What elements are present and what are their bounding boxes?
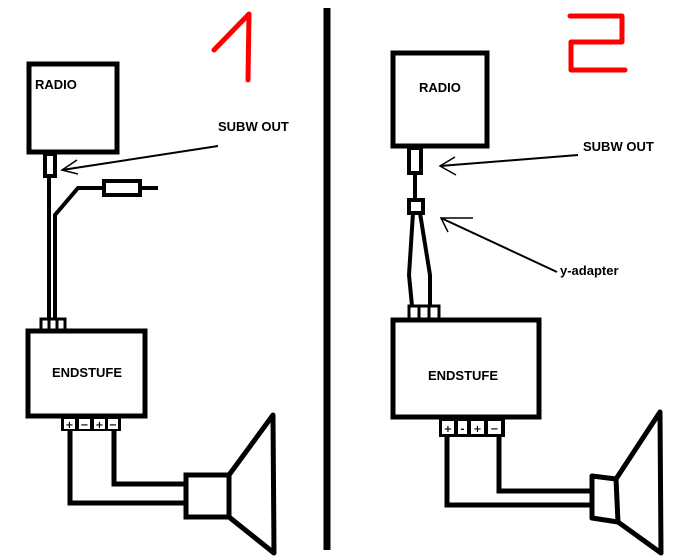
- speaker-wire-plus: [67, 431, 186, 506]
- speaker-icon: [183, 412, 277, 556]
- panel-2: RADIO SUBW OUT y-adapter ENDSTUFE + -: [390, 13, 664, 556]
- amp-input-connector: [407, 304, 441, 321]
- terminal-3: +: [95, 420, 103, 431]
- subw-out-label: SUBW OUT: [583, 139, 654, 154]
- terminal-1: +: [444, 424, 452, 435]
- amp-box: [390, 317, 542, 420]
- cable-split: [53, 186, 104, 320]
- rca-plug: [102, 179, 142, 197]
- terminal-4: −: [109, 420, 117, 431]
- arrow-head: [439, 217, 473, 233]
- terminal-block: [61, 417, 121, 431]
- terminal-2: -: [460, 424, 464, 435]
- subw-out-arrow: [439, 154, 579, 167]
- subw-out-plug: [407, 146, 423, 175]
- amp-label: ENDSTUFE: [52, 365, 122, 380]
- speaker-wire-minus: [111, 431, 186, 487]
- radio-label: RADIO: [419, 80, 461, 95]
- terminal-2: −: [80, 420, 88, 431]
- y-adapter-label: y-adapter: [560, 263, 619, 278]
- radio-label: RADIO: [35, 77, 77, 92]
- adapter-leg-right: [418, 212, 432, 306]
- panel-number-2-mark: [567, 13, 628, 73]
- subw-out-arrow: [61, 145, 219, 171]
- terminal-4: −: [490, 424, 498, 435]
- subw-out-plug: [43, 152, 57, 178]
- speaker-wire-minus: [496, 437, 591, 494]
- arrow-head: [60, 159, 79, 175]
- panel-1: RADIO SUBW OUT ENDSTUFE + − + −: [25, 11, 289, 556]
- radio-box: [26, 61, 120, 155]
- adapter-leg-left: [406, 212, 415, 307]
- amp-box: [25, 328, 148, 419]
- panel-number-1-mark: [211, 11, 252, 83]
- speaker-icon: [589, 409, 664, 556]
- terminal-1: +: [65, 420, 73, 431]
- y-adapter-arrow: [440, 217, 558, 273]
- terminal-3: +: [473, 424, 481, 435]
- y-adapter: [407, 198, 425, 215]
- arrow-head: [438, 156, 457, 176]
- speaker-wire-plus: [444, 437, 591, 508]
- subw-out-label: SUBW OUT: [218, 119, 289, 134]
- radio-box: [390, 50, 490, 149]
- amp-label: ENDSTUFE: [428, 368, 498, 383]
